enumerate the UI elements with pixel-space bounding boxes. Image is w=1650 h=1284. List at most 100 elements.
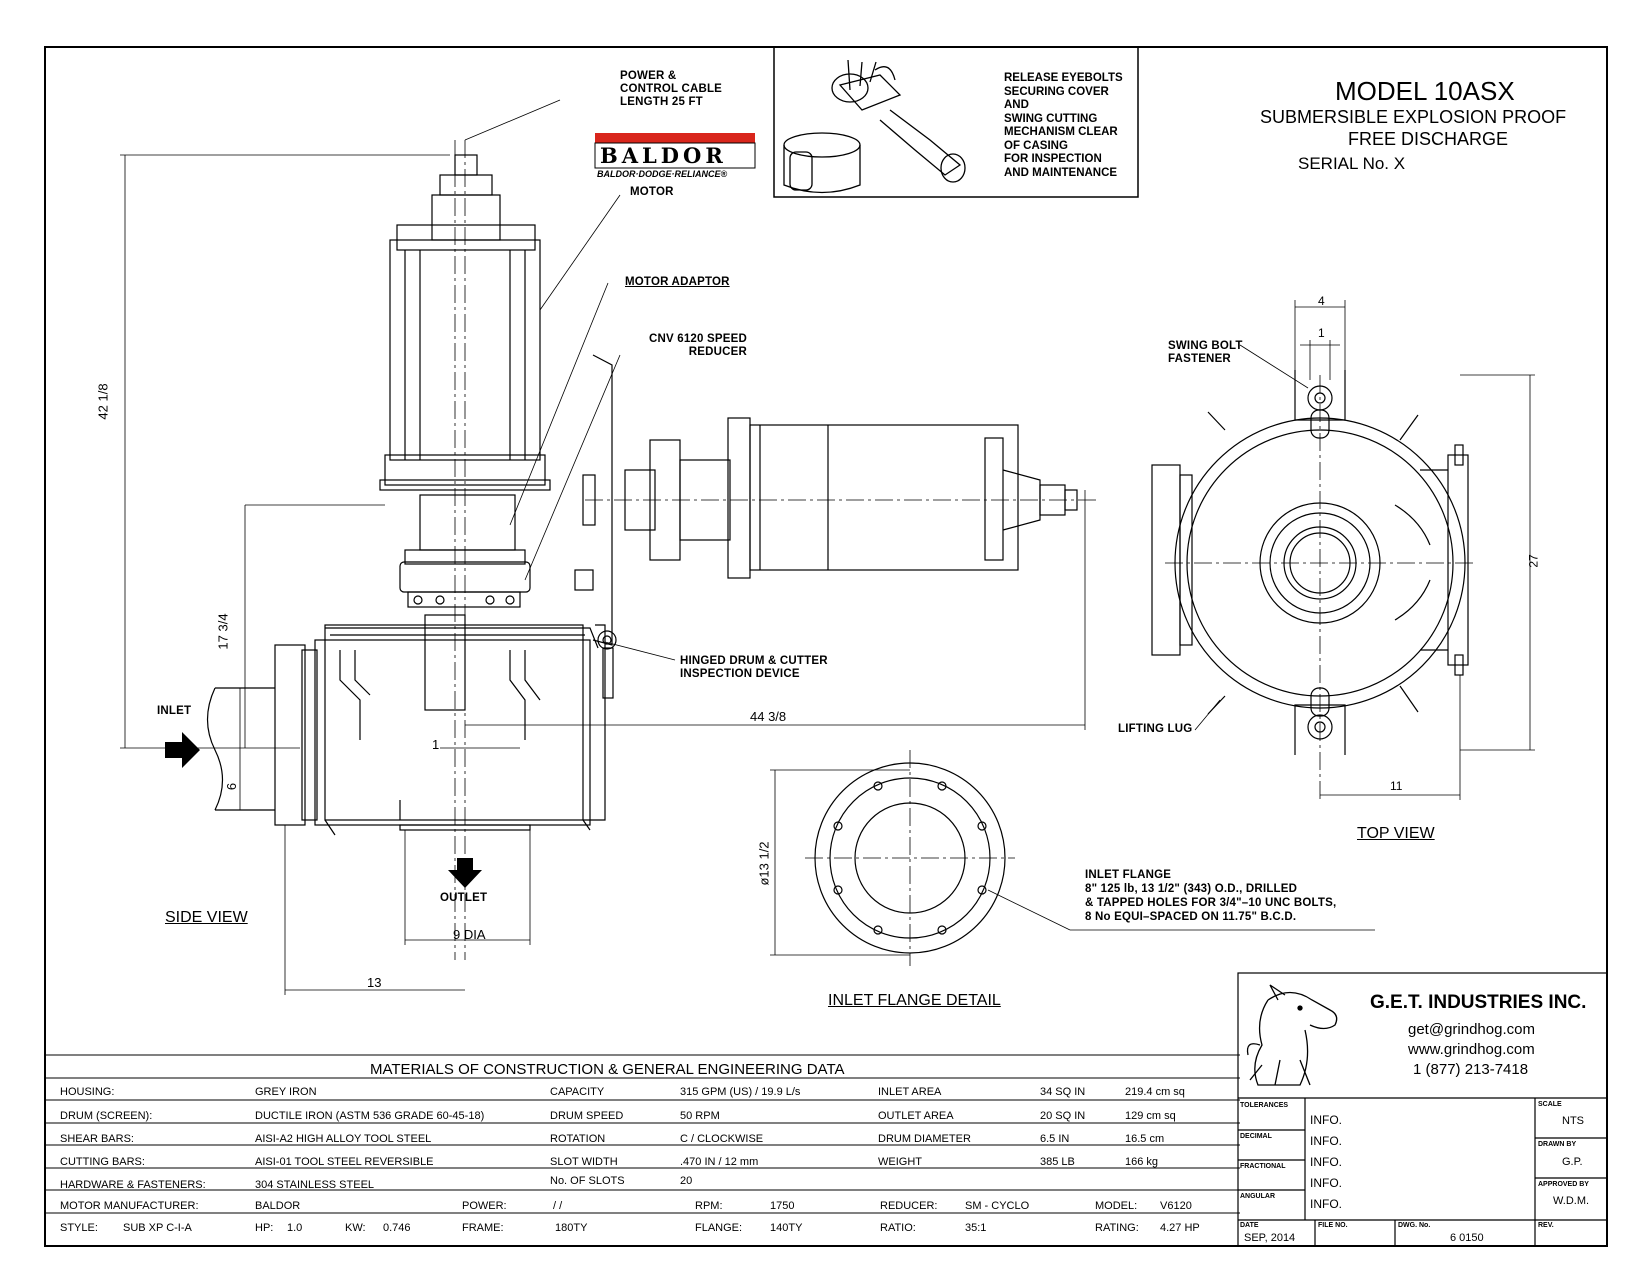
outlet-arrow [448, 858, 482, 888]
hp-label: HP: [255, 1222, 274, 1234]
table-cell: ROTATION [550, 1133, 606, 1145]
callout-line: SWING BOLT [1168, 340, 1243, 352]
table-cell: DRUM (SCREEN): [60, 1110, 153, 1122]
callout-line: FASTENER [1168, 353, 1231, 365]
boar-logo [1246, 984, 1338, 1086]
materials-header: MATERIALS OF CONSTRUCTION & GENERAL ENGI… [370, 1061, 845, 1078]
rev-label: REV. [1538, 1222, 1554, 1229]
dim-one: 1 [432, 737, 440, 752]
company-name: G.E.T. INDUSTRIES INC. [1370, 992, 1587, 1013]
inset-note-line: MECHANISM CLEAR [1004, 126, 1118, 138]
info-field: INFO. [1310, 1155, 1342, 1169]
inset-note-line: AND [1004, 99, 1029, 111]
swing-bolt-callout: SWING BOLT FASTENER [1168, 340, 1243, 366]
motor-callout: MOTOR [630, 186, 674, 198]
table-cell: 50 RPM [680, 1110, 720, 1122]
decimal-label: DECIMAL [1240, 1133, 1272, 1140]
drawn-by-label: DRAWN BY [1538, 1141, 1577, 1148]
style-value: SUB XP C-I-A [123, 1222, 192, 1234]
table-cell: 6.5 IN [1040, 1133, 1070, 1145]
motor-reducer: SM - CYCLO [965, 1200, 1030, 1212]
table-cell: C / CLOCKWISE [680, 1133, 764, 1145]
baldor-logo-text: BALDOR [600, 143, 727, 168]
date-label: DATE [1240, 1222, 1259, 1229]
table-cell: 385 LB [1040, 1156, 1075, 1168]
inlet-arrow [165, 732, 200, 768]
approved-by-label: APPROVED BY [1538, 1181, 1589, 1188]
title-block-lines [1237, 972, 1608, 1247]
table-cell: DUCTILE IRON (ASTM 536 GRADE 60-45-18) [255, 1110, 485, 1122]
top-view-label: TOP VIEW [1357, 825, 1435, 842]
dim-top-11: 11 [1390, 779, 1403, 793]
info-field: INFO. [1310, 1134, 1342, 1148]
style-label: STYLE: [60, 1222, 98, 1234]
table-cell: HOUSING: [60, 1086, 115, 1098]
hp-value: 1.0 [287, 1222, 303, 1234]
dim-outlet-dia: 9 DIA [453, 927, 486, 942]
drawn-by-value: G.P. [1562, 1156, 1583, 1168]
table-cell: No. OF SLOTS [550, 1175, 625, 1187]
power-cable-callout: POWER & CONTROL CABLE LENGTH 25 FT [620, 70, 722, 109]
table-cell: 20 [680, 1175, 693, 1187]
table-cell: CAPACITY [550, 1086, 605, 1098]
side-horizontal-assembly [574, 354, 1100, 646]
outlet-label: OUTLET [440, 892, 488, 904]
inlet-label: INLET [157, 705, 192, 717]
motor-power-label: POWER: [462, 1200, 507, 1212]
flange-label: FLANGE: [695, 1222, 743, 1234]
table-cell: .470 IN / 12 mm [680, 1156, 759, 1168]
callout-line: 8" 125 lb, 13 1/2" (343) O.D., DRILLED [1085, 883, 1298, 895]
inset-note-line: AND MAINTENANCE [1004, 166, 1118, 179]
dim-inlet-height: 17 3/4 [215, 613, 231, 650]
ratio-value: 35:1 [965, 1222, 987, 1234]
company-web: www.grindhog.com [1408, 1041, 1535, 1058]
baldor-logo [594, 133, 756, 169]
table-cell: DRUM SPEED [550, 1110, 624, 1122]
inset-sketch [783, 59, 966, 194]
table-cell: AISI-A2 HIGH ALLOY TOOL STEEL [255, 1133, 432, 1145]
table-cell: SLOT WIDTH [550, 1156, 618, 1168]
dim-top-1: 1 [1318, 326, 1325, 340]
table-cell: 20 SQ IN [1040, 1110, 1086, 1122]
kw-label: KW: [345, 1222, 366, 1234]
frame-value: 180TY [555, 1222, 588, 1234]
baldor-logo-subtext: BALDOR·DODGE·RELIANCE® [597, 169, 728, 179]
table-cell: 129 cm sq [1125, 1110, 1176, 1122]
table-cell: GREY IRON [255, 1086, 317, 1098]
lifting-lug-callout: LIFTING LUG [1118, 723, 1193, 735]
table-cell: CUTTING BARS: [60, 1156, 145, 1168]
frame-label: FRAME: [462, 1222, 504, 1234]
callout-line: INSPECTION DEVICE [680, 668, 800, 680]
table-cell: 34 SQ IN [1040, 1086, 1086, 1098]
flange-value: 140TY [770, 1222, 803, 1234]
inset-note-line: SWING CUTTING [1004, 112, 1098, 125]
dim-overall-height: 42 1/8 [95, 383, 111, 420]
callout-line: & TAPPED HOLES FOR 3/4"–10 UNC BOLTS, [1085, 897, 1337, 909]
dim-inlet-dia: 6 [224, 782, 240, 791]
table-cell: WEIGHT [878, 1156, 922, 1168]
callout-line: CNV 6120 SPEED [648, 333, 747, 345]
callout-line: REDUCER [688, 346, 747, 358]
table-cell: SHEAR BARS: [60, 1133, 134, 1145]
motor-reducer-label: REDUCER: [880, 1200, 938, 1212]
materials-table-lines [44, 1054, 1240, 1246]
flange-detail-label: INLET FLANGE DETAIL [828, 992, 1001, 1009]
inlet-flange-note: INLET FLANGE 8" 125 lb, 13 1/2" (343) O.… [1085, 868, 1336, 924]
callout-line: POWER & [620, 70, 677, 82]
top-dimensions [1194, 300, 1535, 800]
side-view-housing [206, 614, 617, 836]
side-dimensions [120, 99, 1086, 995]
callout-line: LENGTH 25 FT [620, 96, 703, 108]
dim-top-27: 27 [1526, 554, 1541, 568]
company-phone: 1 (877) 213-7418 [1413, 1061, 1529, 1078]
scale-value: NTS [1562, 1115, 1584, 1127]
angular-label: ANGULAR [1240, 1193, 1275, 1200]
rating-label: RATING: [1095, 1222, 1139, 1234]
callout-line: 8 No EQUI–SPACED ON 11.75" B.C.D. [1085, 911, 1297, 923]
inset-note-line: FOR INSPECTION [1004, 153, 1102, 165]
info-field: INFO. [1310, 1197, 1342, 1211]
motor-maker-label: MOTOR MANUFACTURER: [60, 1200, 199, 1212]
date-value: SEP, 2014 [1244, 1232, 1296, 1244]
table-cell: 219.4 cm sq [1125, 1086, 1185, 1098]
